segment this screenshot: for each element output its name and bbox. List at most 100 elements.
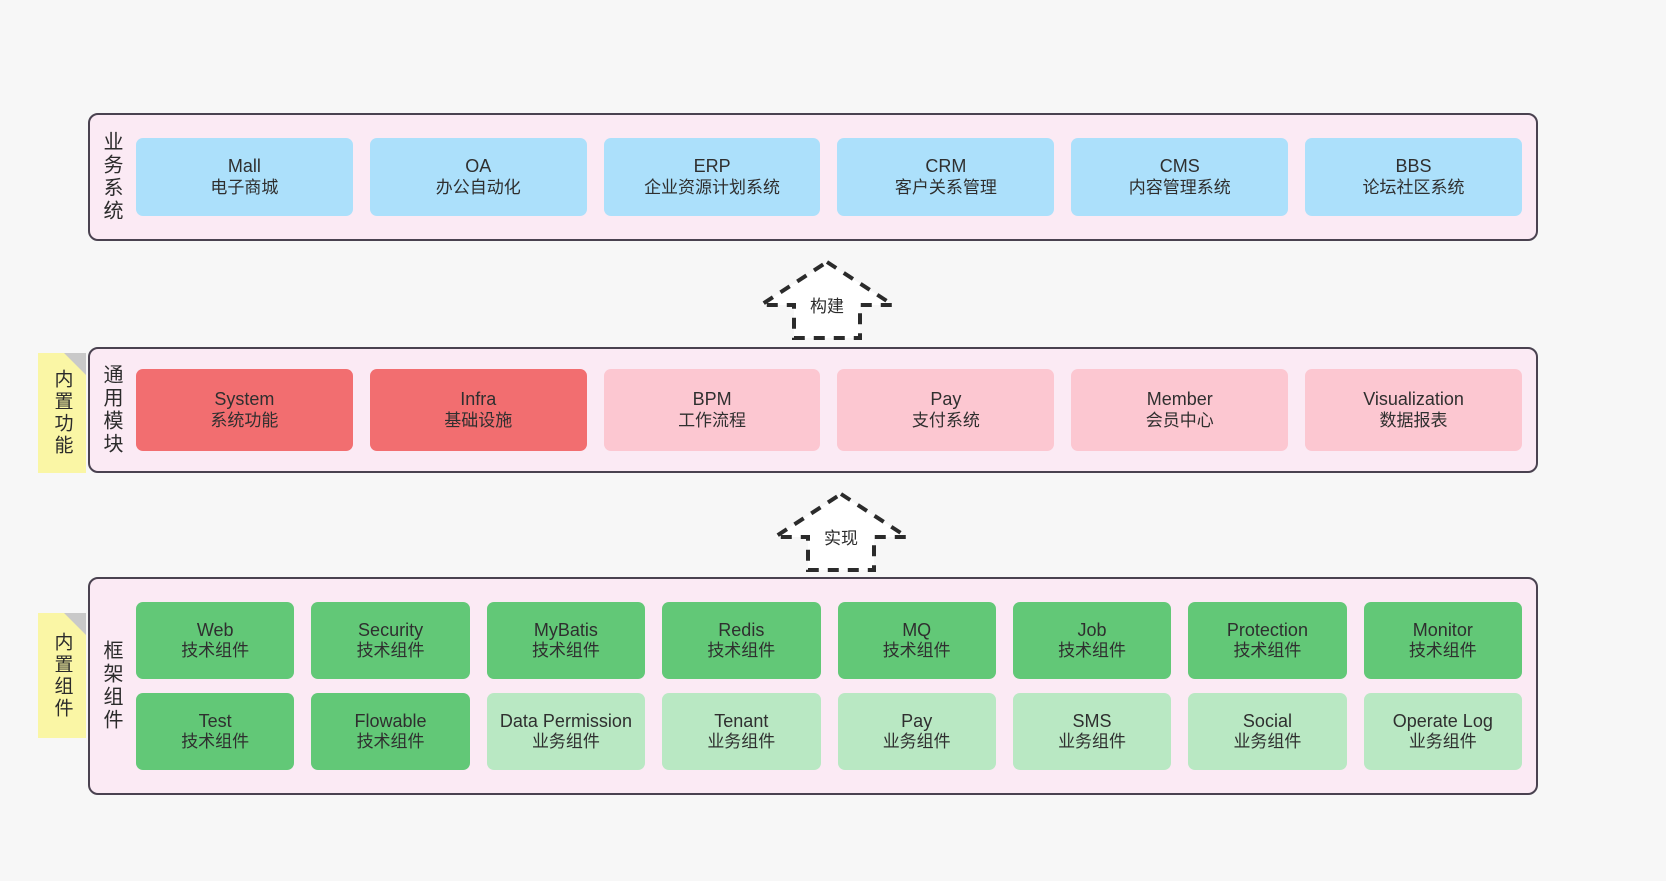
card-bbs-subtitle: 论坛社区系统 — [1362, 177, 1465, 197]
card-system[interactable]: System 系统功能 — [136, 369, 353, 451]
card-sms[interactable]: SMS 业务组件 — [1012, 693, 1172, 770]
card-visualization-subtitle: 数据报表 — [1379, 410, 1448, 430]
card-flowable-subtitle: 技术组件 — [356, 732, 425, 752]
card-system-subtitle: 系统功能 — [210, 410, 279, 430]
card-mall-subtitle: 电子商城 — [210, 177, 279, 197]
card-tenant-subtitle: 业务组件 — [707, 732, 776, 752]
card-bpm-subtitle: 工作流程 — [678, 410, 747, 430]
card-operate-log[interactable]: Operate Log 业务组件 — [1363, 693, 1522, 770]
framework-tech-row: Web 技术组件 Security 技术组件 MyBatis 技术组件 Redi… — [136, 602, 1522, 679]
card-social-subtitle: 业务组件 — [1233, 732, 1302, 752]
card-pay-component-title: Pay — [901, 710, 933, 731]
layer-framework-component-body: Web 技术组件 Security 技术组件 MyBatis 技术组件 Redi… — [132, 579, 1536, 793]
card-tenant[interactable]: Tenant 业务组件 — [662, 693, 821, 770]
card-test-subtitle: 技术组件 — [181, 732, 250, 752]
card-oa-subtitle: 办公自动化 — [435, 177, 521, 197]
layer-common-module[interactable]: 通用模块 System 系统功能 Infra 基础设施 BPM 工作流程 Pay — [88, 347, 1538, 473]
card-erp-title: ERP — [693, 156, 731, 177]
card-oa[interactable]: OA 办公自动化 — [369, 138, 587, 216]
card-visualization[interactable]: Visualization 数据报表 — [1305, 369, 1522, 451]
sticky-note-builtin-functions-text: 内置功能 — [51, 369, 73, 457]
layer-business-system-body: Mall 电子商城 OA 办公自动化 ERP 企业资源计划系统 CRM 客户关系… — [132, 115, 1536, 239]
card-infra-subtitle: 基础设施 — [444, 410, 513, 430]
card-crm-title: CRM — [925, 156, 967, 177]
business-system-row: Mall 电子商城 OA 办公自动化 ERP 企业资源计划系统 CRM 客户关系… — [136, 138, 1522, 216]
card-cms-subtitle: 内容管理系统 — [1128, 177, 1231, 197]
card-erp-subtitle: 企业资源计划系统 — [644, 177, 781, 197]
card-crm[interactable]: CRM 客户关系管理 — [837, 138, 1055, 216]
card-data-permission-title: Data Permission — [499, 710, 632, 731]
layer-common-module-label: 通用模块 — [100, 364, 122, 456]
sticky-fold-corner-icon — [64, 613, 86, 635]
card-visualization-title: Visualization — [1363, 389, 1464, 410]
card-tenant-title: Tenant — [714, 710, 769, 731]
card-member-title: Member — [1146, 389, 1213, 410]
connector-implement-arrow-shape — [771, 491, 911, 572]
card-test-title: Test — [198, 710, 232, 731]
card-pay-module[interactable]: Pay 支付系统 — [837, 369, 1055, 451]
card-flowable-title: Flowable — [354, 710, 427, 731]
card-member[interactable]: Member 会员中心 — [1071, 369, 1289, 451]
card-flowable[interactable]: Flowable 技术组件 — [311, 693, 470, 770]
card-operate-log-subtitle: 业务组件 — [1408, 732, 1477, 752]
common-module-row: System 系统功能 Infra 基础设施 BPM 工作流程 Pay 支付系统… — [136, 369, 1522, 451]
card-data-permission-subtitle: 业务组件 — [531, 732, 600, 752]
card-protection[interactable]: Protection 技术组件 — [1188, 602, 1347, 679]
card-pay-module-title: Pay — [930, 389, 962, 410]
card-monitor-subtitle: 技术组件 — [1408, 641, 1477, 661]
card-social[interactable]: Social 业务组件 — [1188, 693, 1347, 770]
card-mq-title: MQ — [902, 619, 932, 640]
card-pay-component[interactable]: Pay 业务组件 — [837, 693, 996, 770]
card-pay-module-subtitle: 支付系统 — [911, 410, 980, 430]
layer-framework-component-label: 框架组件 — [100, 640, 122, 732]
sticky-note-builtin-functions[interactable]: 内置功能 — [38, 353, 86, 473]
card-erp[interactable]: ERP 企业资源计划系统 — [603, 138, 821, 216]
card-web[interactable]: Web 技术组件 — [136, 602, 295, 679]
card-monitor[interactable]: Monitor 技术组件 — [1363, 602, 1522, 679]
card-operate-log-title: Operate Log — [1392, 710, 1493, 731]
connector-build-arrow-shape — [757, 259, 897, 340]
card-sms-subtitle: 业务组件 — [1058, 732, 1127, 752]
card-infra[interactable]: Infra 基础设施 — [369, 369, 587, 451]
sticky-note-builtin-components-text: 内置组件 — [51, 631, 73, 720]
card-mybatis[interactable]: MyBatis 技术组件 — [486, 602, 646, 679]
card-mall[interactable]: Mall 电子商城 — [136, 138, 353, 216]
card-member-subtitle: 会员中心 — [1145, 410, 1214, 430]
framework-business-row: Test 技术组件 Flowable 技术组件 Data Permission … — [136, 693, 1522, 770]
card-redis[interactable]: Redis 技术组件 — [662, 602, 821, 679]
card-test[interactable]: Test 技术组件 — [136, 693, 295, 770]
card-bpm-title: BPM — [692, 389, 732, 410]
card-job-subtitle: 技术组件 — [1058, 641, 1127, 661]
card-security-subtitle: 技术组件 — [356, 641, 425, 661]
card-cms-title: CMS — [1159, 156, 1200, 177]
card-mall-title: Mall — [227, 156, 261, 177]
card-security[interactable]: Security 技术组件 — [311, 602, 470, 679]
connector-implement-arrow: 实现 — [771, 490, 911, 574]
sticky-fold-corner-icon — [64, 353, 86, 375]
card-cms[interactable]: CMS 内容管理系统 — [1071, 138, 1289, 216]
card-infra-title: Infra — [460, 389, 497, 410]
card-security-title: Security — [358, 619, 424, 640]
card-web-subtitle: 技术组件 — [181, 641, 250, 661]
card-monitor-title: Monitor — [1412, 619, 1473, 640]
card-job[interactable]: Job 技术组件 — [1012, 602, 1172, 679]
card-bpm[interactable]: BPM 工作流程 — [603, 369, 821, 451]
card-mq-subtitle: 技术组件 — [882, 641, 951, 661]
card-data-permission[interactable]: Data Permission 业务组件 — [486, 693, 646, 770]
card-redis-title: Redis — [718, 619, 765, 640]
card-job-title: Job — [1077, 619, 1107, 640]
card-crm-subtitle: 客户关系管理 — [894, 177, 997, 197]
layer-business-system[interactable]: 业务系统 Mall 电子商城 OA 办公自动化 ERP 企业资源计划系统 CRM — [88, 113, 1538, 241]
card-web-title: Web — [196, 619, 234, 640]
card-protection-title: Protection — [1226, 619, 1308, 640]
card-bbs[interactable]: BBS 论坛社区系统 — [1305, 138, 1522, 216]
layer-framework-component[interactable]: 框架组件 Web 技术组件 Security 技术组件 MyBatis 技术组件… — [88, 577, 1538, 795]
card-oa-title: OA — [465, 156, 492, 177]
sticky-note-builtin-components[interactable]: 内置组件 — [38, 613, 86, 738]
connector-build-arrow: 构建 — [757, 258, 897, 342]
card-mybatis-subtitle: 技术组件 — [531, 641, 600, 661]
layer-business-system-label: 业务系统 — [100, 131, 122, 223]
card-mq[interactable]: MQ 技术组件 — [837, 602, 996, 679]
card-sms-title: SMS — [1072, 710, 1112, 731]
